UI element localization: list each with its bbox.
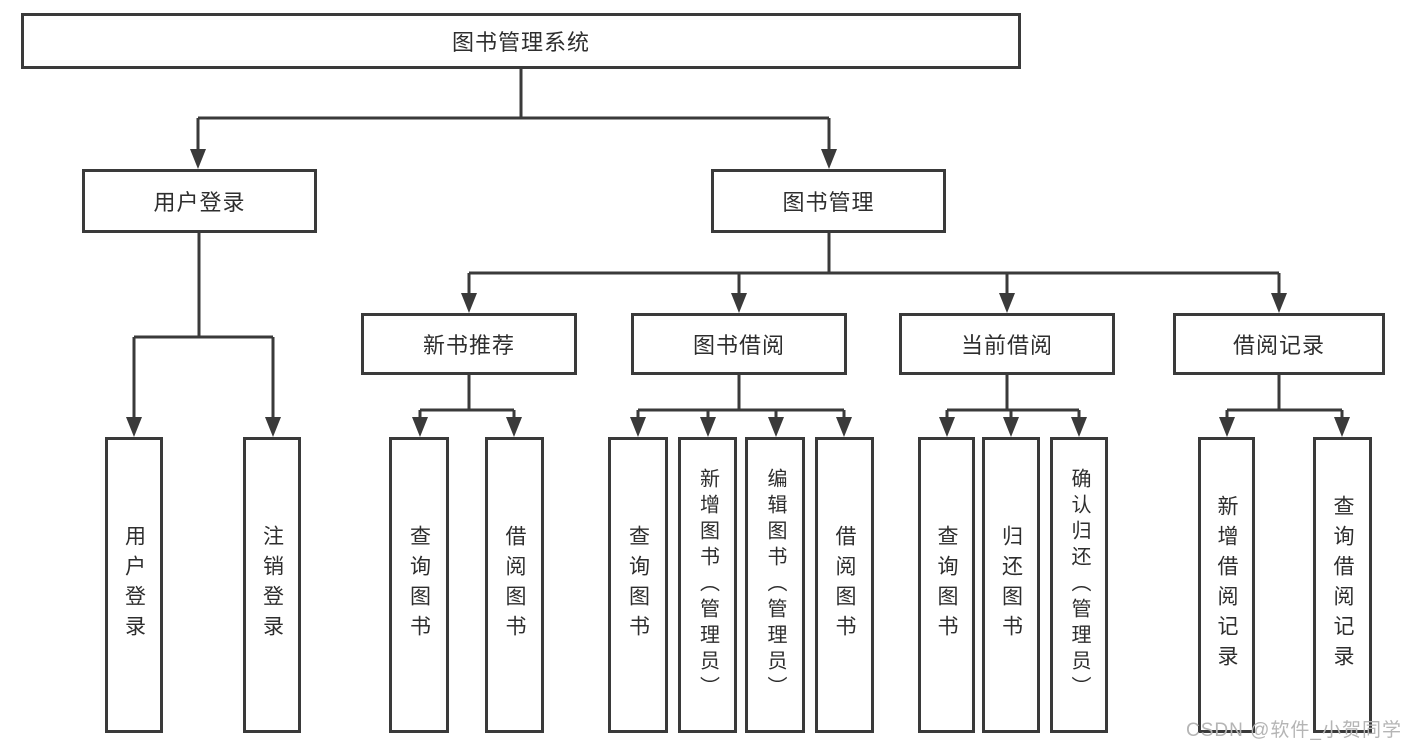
node-user-login-label: 用户登录 — [153, 190, 246, 215]
node-root-label: 图书管理系统 — [451, 30, 590, 55]
leaf-edit-book-admin-label: 编辑图书（管理员） — [764, 468, 786, 702]
node-borrow-record: 借阅记录 — [1173, 313, 1385, 375]
node-book-borrow-label: 图书借阅 — [692, 333, 785, 358]
leaf-edit-book-admin: 编辑图书（管理员） — [745, 437, 805, 733]
leaf-query-book-1-label: 查询图书 — [407, 525, 431, 645]
leaf-add-book-admin-label: 新增图书（管理员） — [696, 468, 719, 702]
node-new-book-recommend: 新书推荐 — [361, 313, 577, 375]
leaf-query-book-2: 查询图书 — [608, 437, 668, 733]
node-new-book-recommend-label: 新书推荐 — [422, 333, 515, 358]
node-book-management-label: 图书管理 — [782, 190, 875, 215]
leaf-logout: 注销登录 — [243, 437, 301, 733]
node-book-management: 图书管理 — [711, 169, 946, 233]
leaf-user-login: 用户登录 — [105, 437, 163, 733]
node-current-borrow-label: 当前借阅 — [960, 333, 1053, 358]
leaf-user-login-label: 用户登录 — [122, 525, 146, 645]
leaf-query-book-3-label: 查询图书 — [935, 525, 958, 645]
leaf-query-borrow-record: 查询借阅记录 — [1313, 437, 1372, 733]
leaf-logout-label: 注销登录 — [260, 525, 284, 645]
leaf-query-book-1: 查询图书 — [389, 437, 449, 733]
node-root-system: 图书管理系统 — [21, 13, 1021, 69]
leaf-confirm-return-admin: 确认归还（管理员） — [1050, 437, 1108, 733]
leaf-return-book-label: 归还图书 — [999, 525, 1023, 645]
node-current-borrow: 当前借阅 — [899, 313, 1115, 375]
node-borrow-record-label: 借阅记录 — [1232, 333, 1325, 358]
leaf-query-book-2-label: 查询图书 — [626, 525, 650, 645]
leaf-borrow-book-1-label: 借阅图书 — [503, 525, 526, 645]
leaf-return-book: 归还图书 — [982, 437, 1040, 733]
node-user-login: 用户登录 — [82, 169, 317, 233]
leaf-query-book-3: 查询图书 — [918, 437, 975, 733]
node-book-borrow: 图书借阅 — [631, 313, 847, 375]
leaf-add-borrow-record-label: 新增借阅记录 — [1215, 495, 1238, 675]
leaf-borrow-book-2-label: 借阅图书 — [833, 525, 856, 645]
leaf-borrow-book-2: 借阅图书 — [815, 437, 874, 733]
csdn-watermark: CSDN @软件_小贺同学 — [1186, 720, 1402, 741]
leaf-confirm-return-admin-label: 确认归还（管理员） — [1068, 468, 1090, 702]
leaf-add-book-admin: 新增图书（管理员） — [678, 437, 737, 733]
leaf-query-borrow-record-label: 查询借阅记录 — [1331, 495, 1354, 675]
leaf-add-borrow-record: 新增借阅记录 — [1198, 437, 1255, 733]
leaf-borrow-book-1: 借阅图书 — [485, 437, 544, 733]
